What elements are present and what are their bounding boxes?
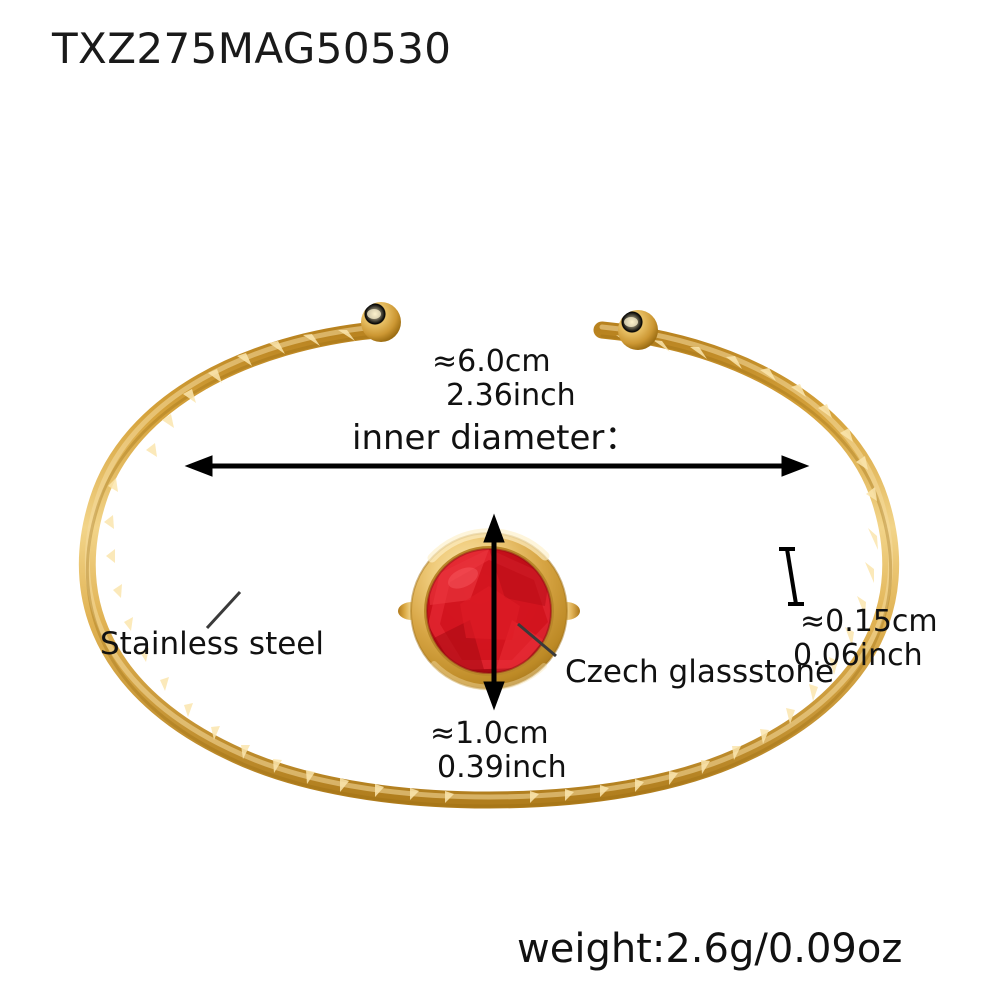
material-stone-label: Czech glassstone xyxy=(565,654,835,690)
band-texture xyxy=(104,330,878,803)
inner-diameter-arrow xyxy=(184,455,810,477)
inner-diameter-label: inner diameter： xyxy=(352,418,639,458)
gemstone-setting xyxy=(398,528,580,691)
callout-leader-lines xyxy=(205,590,557,658)
leader-line-stone xyxy=(517,622,557,658)
bangle-terminal-right xyxy=(618,310,658,350)
stone-size-imperial-value: 0.39inch xyxy=(437,750,567,785)
bangle-band xyxy=(78,302,900,809)
weight-label: weight:2.6g/0.09oz xyxy=(517,926,903,972)
band-thickness-imperial-value: 0.06inch xyxy=(793,638,923,673)
stone-size-metric-value: ≈1.0cm xyxy=(430,716,549,751)
page-title: TXZ275MAG50530 xyxy=(52,24,452,73)
inner-diameter-metric-value: ≈6.0cm xyxy=(432,344,551,379)
material-band-label: Stainless steel xyxy=(100,626,324,662)
band-thickness-caliper xyxy=(779,547,804,606)
band-thickness-metric-value: ≈0.15cm xyxy=(800,604,938,639)
bangle-terminal-left xyxy=(361,302,401,342)
leader-line-band xyxy=(205,590,242,630)
stone-size-arrow xyxy=(483,513,505,711)
inner-diameter-imperial-value: 2.36inch xyxy=(446,378,576,413)
